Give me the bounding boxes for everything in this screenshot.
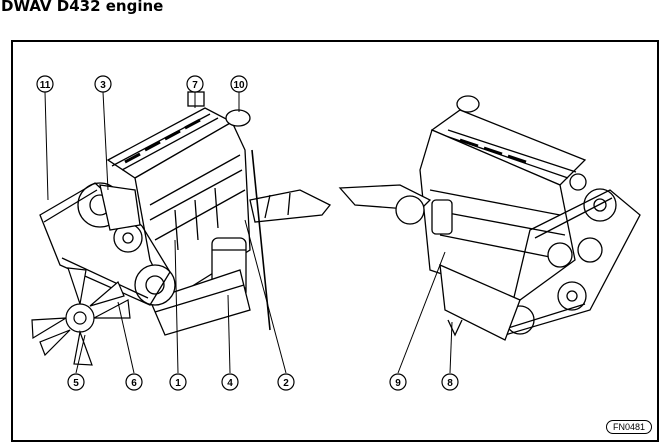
figure-code-badge: FN0481: [605, 420, 652, 434]
callout-1: 1: [169, 373, 187, 391]
right-turbo: [395, 195, 425, 225]
callout-10-label: 10: [233, 80, 245, 91]
left-dipstick: [251, 149, 271, 331]
callouts: [44, 91, 453, 374]
right-fuel-filter: [431, 199, 453, 235]
right-pulley-a: [547, 242, 573, 268]
callout-2-label: 2: [283, 378, 289, 389]
callout-11: 11: [36, 75, 54, 93]
left-crank-pulley: [134, 264, 176, 306]
callout-3-label: 3: [100, 80, 106, 91]
right-rocker-cover-lettering: [459, 138, 527, 164]
callout-7: 7: [186, 75, 204, 93]
left-injection-pump: [99, 184, 141, 231]
left-drive-belt: [39, 182, 171, 306]
right-alternator: [583, 188, 617, 222]
left-thermostat-housing: [225, 109, 251, 127]
right-cylinder-block: [419, 129, 576, 301]
callout-4: 4: [221, 373, 239, 391]
callout-6: 6: [125, 373, 143, 391]
callout-9-label: 9: [395, 378, 401, 389]
right-crank-pulley: [557, 281, 587, 311]
left-engine: [31, 91, 332, 366]
right-pulley-b: [577, 237, 603, 263]
callout-2: 2: [277, 373, 295, 391]
left-sump: [149, 269, 251, 336]
callout-5: 5: [67, 373, 85, 391]
callout-5-label: 5: [73, 378, 79, 389]
callout-4-label: 4: [227, 378, 233, 389]
left-oil-filler: [187, 91, 205, 107]
callout-6-label: 6: [131, 378, 137, 389]
callout-10: 10: [230, 75, 248, 93]
page-title: DWAV D432 engine: [1, 0, 164, 15]
right-oil-filler-cap: [456, 95, 480, 113]
left-rocker-cover-lettering: [124, 118, 201, 164]
callout-1-label: 1: [175, 378, 181, 389]
callout-9: 9: [389, 373, 407, 391]
right-sump: [439, 263, 521, 341]
callout-7-label: 7: [192, 80, 198, 91]
right-thermostat: [569, 173, 587, 191]
right-engine: [338, 95, 641, 341]
callout-8-label: 8: [447, 378, 453, 389]
diagram-frame: [11, 40, 659, 442]
callout-8: 8: [441, 373, 459, 391]
callout-11-label: 11: [40, 80, 51, 91]
left-fan: [31, 267, 131, 366]
callout-3: 3: [94, 75, 112, 93]
